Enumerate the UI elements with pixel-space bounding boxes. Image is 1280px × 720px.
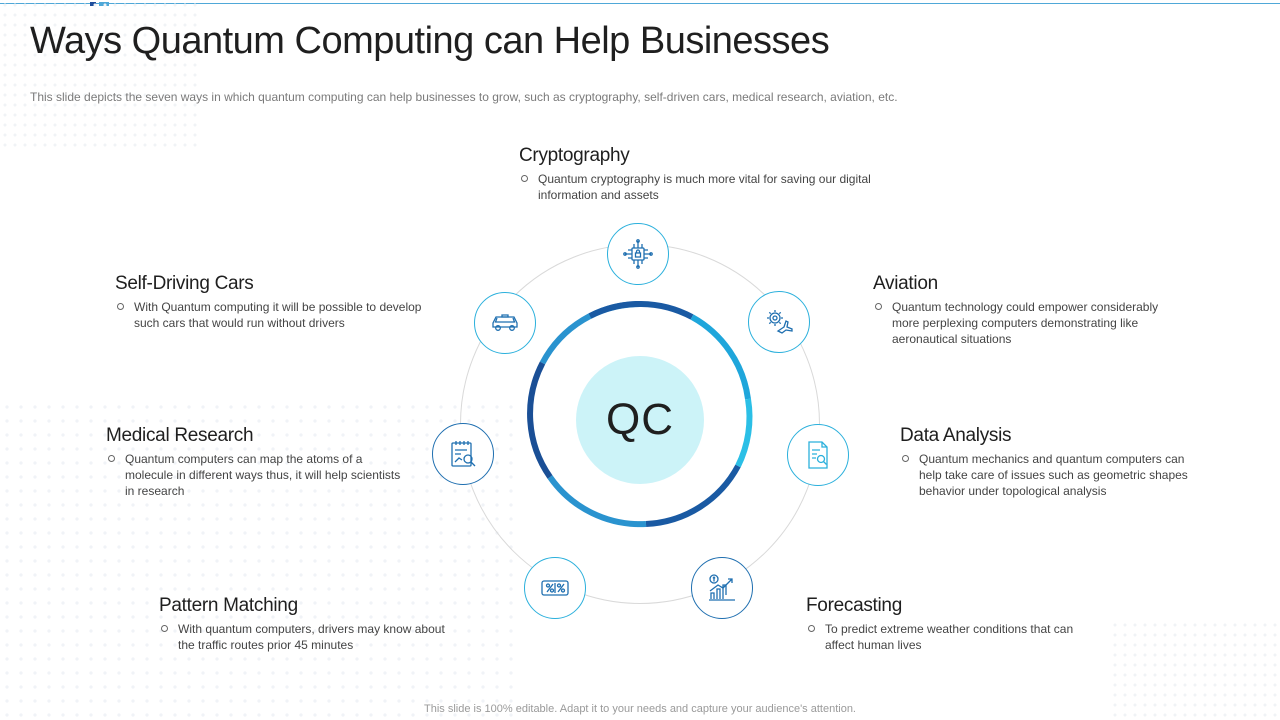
gear-airplane-icon xyxy=(767,310,793,334)
pattern-matching-title: Pattern Matching xyxy=(159,595,298,616)
cryptography-desc: Quantum cryptography is much more vital … xyxy=(538,172,871,202)
forecasting-node xyxy=(691,557,753,619)
forecasting-desc: To predict extreme weather conditions th… xyxy=(825,622,1074,652)
forecasting-item: Forecasting To predict extreme weather c… xyxy=(806,595,1096,653)
self-driving-cars-node xyxy=(474,292,536,354)
document-search-icon xyxy=(808,441,828,469)
data-analysis-desc-row: Quantum mechanics and quantum computers … xyxy=(900,451,1200,499)
car-icon xyxy=(492,314,518,331)
medical-research-desc-row: Quantum computers can map the atoms of a… xyxy=(106,451,406,499)
pattern-matching-desc: With quantum computers, drivers may know… xyxy=(178,622,445,652)
background-dot-pattern-top xyxy=(0,0,200,150)
medical-research-title: Medical Research xyxy=(106,425,254,446)
forecasting-desc-row: To predict extreme weather conditions th… xyxy=(806,621,1096,653)
medical-research-item: Medical Research Quantum computers can m… xyxy=(106,425,406,499)
medical-research-node xyxy=(432,423,494,485)
cryptography-item: Cryptography Quantum cryptography is muc… xyxy=(519,145,889,203)
aviation-node xyxy=(748,291,810,353)
bullet-icon xyxy=(521,175,528,182)
background-dot-pattern-bottom xyxy=(1110,620,1280,720)
slide-title: Ways Quantum Computing can Help Business… xyxy=(30,20,830,62)
aviation-item: Aviation Quantum technology could empowe… xyxy=(873,273,1163,347)
percent-pattern-icon xyxy=(541,580,569,596)
aviation-title: Aviation xyxy=(873,273,938,294)
data-analysis-title: Data Analysis xyxy=(900,425,1012,446)
forecasting-title: Forecasting xyxy=(806,595,902,616)
medical-research-desc: Quantum computers can map the atoms of a… xyxy=(125,452,401,498)
data-analysis-item: Data Analysis Quantum mechanics and quan… xyxy=(900,425,1200,499)
pattern-matching-desc-row: With quantum computers, drivers may know… xyxy=(159,621,459,653)
report-magnifier-icon xyxy=(451,441,476,467)
bullet-icon xyxy=(875,303,882,310)
bullet-icon xyxy=(902,455,909,462)
pattern-matching-node xyxy=(524,557,586,619)
self-driving-cars-desc: With Quantum computing it will be possib… xyxy=(134,300,422,330)
data-analysis-node xyxy=(787,424,849,486)
bullet-icon xyxy=(161,625,168,632)
growth-chart-icon xyxy=(709,574,735,601)
self-driving-cars-desc-row: With Quantum computing it will be possib… xyxy=(115,299,445,331)
aviation-desc: Quantum technology could empower conside… xyxy=(892,300,1159,346)
cryptography-title: Cryptography xyxy=(519,145,630,166)
self-driving-cars-title: Self-Driving Cars xyxy=(115,273,254,294)
top-accent-line xyxy=(0,3,1280,4)
aviation-desc-row: Quantum technology could empower conside… xyxy=(873,299,1163,347)
bullet-icon xyxy=(117,303,124,310)
self-driving-cars-item: Self-Driving Cars With Quantum computing… xyxy=(115,273,445,331)
cryptography-desc-row: Quantum cryptography is much more vital … xyxy=(519,171,889,203)
cryptography-node xyxy=(607,223,669,285)
pattern-matching-item: Pattern Matching With quantum computers,… xyxy=(159,595,459,653)
slide-footer: This slide is 100% editable. Adapt it to… xyxy=(424,703,856,715)
slide-subtitle: This slide depicts the seven ways in whi… xyxy=(30,90,898,104)
bullet-icon xyxy=(808,625,815,632)
circuit-chip-icon xyxy=(623,239,653,269)
segmented-inner-ring xyxy=(527,300,753,528)
data-analysis-desc: Quantum mechanics and quantum computers … xyxy=(919,452,1188,498)
bullet-icon xyxy=(108,455,115,462)
center-core: QC xyxy=(576,356,704,484)
